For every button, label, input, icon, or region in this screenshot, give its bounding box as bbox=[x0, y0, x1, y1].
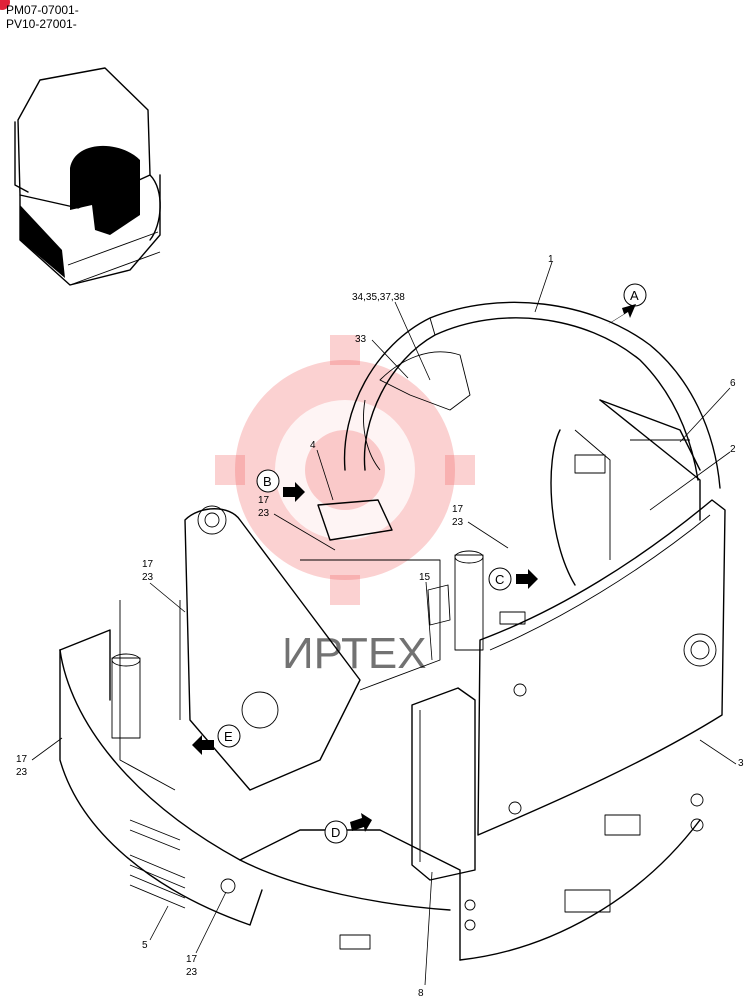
callout-4: 4 bbox=[310, 440, 334, 501]
svg-text:2: 2 bbox=[730, 444, 736, 455]
callout-17-23-bottom: 17 23 bbox=[186, 891, 227, 978]
callout-2: 2 bbox=[649, 444, 736, 511]
svg-text:17: 17 bbox=[16, 754, 28, 765]
callout-5: 5 bbox=[142, 905, 169, 951]
svg-text:17: 17 bbox=[258, 495, 270, 506]
svg-text:23: 23 bbox=[16, 767, 28, 778]
view-arrow-e: E bbox=[192, 724, 241, 755]
locator-thumbnail bbox=[14, 67, 161, 286]
callout-17-23-upper-right: 17 23 bbox=[452, 504, 509, 549]
svg-text:34,35,37,38: 34,35,37,38 bbox=[352, 292, 405, 303]
serial-range-2: PV10-27001- bbox=[6, 17, 77, 31]
callout-17-23-left: 17 23 bbox=[142, 559, 186, 613]
callout-15: 15 bbox=[419, 572, 433, 661]
callout-34-35-37-38: 34,35,37,38 bbox=[352, 292, 431, 381]
view-arrow-d: D bbox=[324, 813, 372, 844]
watermark-text: ИРТЕХ bbox=[282, 629, 427, 678]
callout-3: 3 bbox=[699, 739, 744, 769]
svg-text:23: 23 bbox=[186, 967, 198, 978]
svg-text:3: 3 bbox=[738, 758, 744, 769]
svg-text:17: 17 bbox=[452, 504, 464, 515]
svg-text:23: 23 bbox=[452, 517, 464, 528]
svg-text:D: D bbox=[331, 825, 340, 840]
callout-17-23-far-left: 17 23 bbox=[16, 737, 63, 778]
svg-text:8: 8 bbox=[418, 988, 424, 999]
corner-marker bbox=[0, 0, 10, 10]
callout-1: 1 bbox=[534, 254, 554, 313]
vent-slots bbox=[129, 819, 186, 909]
svg-text:C: C bbox=[495, 572, 504, 587]
svg-text:B: B bbox=[263, 474, 272, 489]
callout-8: 8 bbox=[418, 871, 433, 999]
svg-text:E: E bbox=[224, 729, 233, 744]
svg-text:23: 23 bbox=[258, 508, 270, 519]
watermark-logo: ИРТЕХ bbox=[215, 335, 475, 678]
svg-text:A: A bbox=[630, 288, 639, 303]
view-arrow-a: A bbox=[608, 283, 647, 324]
svg-text:5: 5 bbox=[142, 940, 148, 951]
svg-text:17: 17 bbox=[142, 559, 154, 570]
serial-range-1: PM07-07001- bbox=[6, 3, 79, 17]
view-arrow-c: C bbox=[488, 567, 538, 591]
machine-body bbox=[59, 301, 726, 961]
callout-17-23-upper-left: 17 23 bbox=[258, 495, 336, 551]
svg-text:17: 17 bbox=[186, 954, 198, 965]
svg-text:1: 1 bbox=[548, 254, 554, 265]
svg-text:6: 6 bbox=[730, 378, 736, 389]
callout-6: 6 bbox=[679, 378, 736, 443]
callout-33: 33 bbox=[355, 334, 409, 379]
svg-text:23: 23 bbox=[142, 572, 154, 583]
svg-text:15: 15 bbox=[419, 572, 431, 583]
view-arrow-b: B bbox=[256, 469, 305, 502]
svg-text:33: 33 bbox=[355, 334, 367, 345]
svg-text:4: 4 bbox=[310, 440, 316, 451]
